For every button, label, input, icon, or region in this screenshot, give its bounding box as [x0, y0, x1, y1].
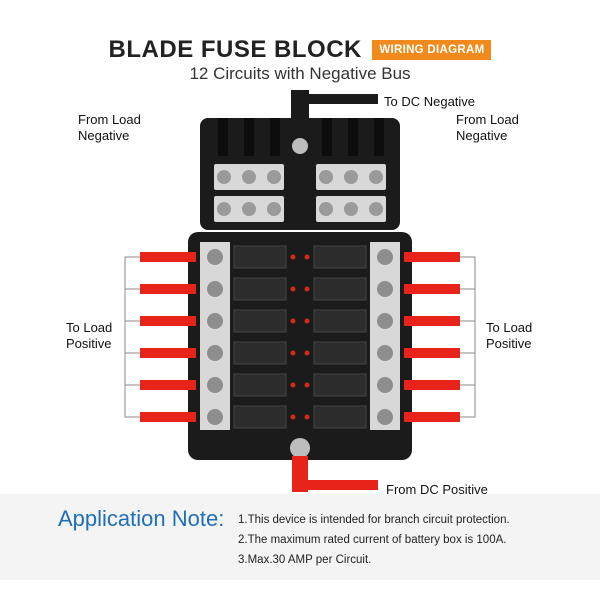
left-positive-wires — [140, 252, 196, 422]
dc-negative-wire-extension — [298, 94, 378, 104]
negative-screws-bottom — [217, 202, 383, 216]
positive-stud — [290, 438, 310, 458]
negative-screws-top — [217, 170, 383, 184]
title-row: BLADE FUSE BLOCK WIRING DIAGRAM — [0, 36, 600, 64]
right-terminal-strip — [370, 242, 400, 430]
left-terminal-screws — [207, 249, 223, 425]
page-subtitle: 12 Circuits with Negative Bus — [189, 64, 411, 83]
dc-positive-wire-extension — [300, 480, 378, 490]
right-positive-wires — [404, 252, 460, 422]
application-note-line-2: 2.The maximum rated current of battery b… — [238, 534, 507, 546]
label-from-load-negative-left: From Load Negative — [78, 112, 141, 143]
label-from-dc-positive: From DC Positive — [386, 482, 488, 497]
page-title: BLADE FUSE BLOCK — [108, 36, 362, 63]
negative-stud — [292, 138, 308, 154]
fuse-slots — [233, 245, 367, 429]
left-bracket — [124, 256, 140, 418]
label-to-load-positive-right: To Load Positive — [486, 320, 533, 351]
fuse-indicator-leds — [290, 254, 310, 420]
application-note-line-1: 1.This device is intended for branch cir… — [238, 514, 510, 526]
label-to-load-positive-left: To Load Positive — [66, 320, 113, 351]
application-note-panel — [0, 494, 600, 580]
label-from-load-negative-right: From Load Negative — [456, 112, 519, 143]
right-terminal-screws — [377, 249, 393, 425]
left-terminal-strip — [200, 242, 230, 430]
load-negative-wires — [218, 118, 384, 156]
label-to-dc-negative: To DC Negative — [384, 94, 476, 109]
application-note-line-3: 3.Max.30 AMP per Circuit. — [238, 554, 372, 566]
right-bracket — [460, 256, 476, 418]
application-note-title: Application Note: — [58, 506, 225, 531]
wiring-diagram-badge: WIRING DIAGRAM — [372, 40, 492, 60]
